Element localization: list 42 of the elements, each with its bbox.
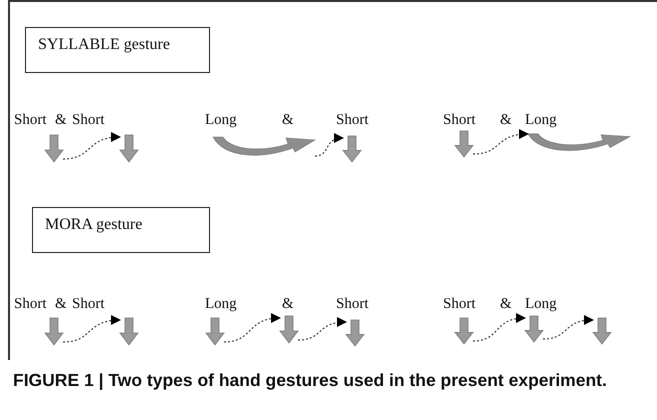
dotted-arrow (62, 316, 121, 342)
gesture-label: & (500, 296, 512, 313)
dotted-arrow (542, 316, 594, 340)
down-arrow (45, 318, 63, 345)
down-arrow (206, 318, 224, 345)
dotted-arrow (314, 134, 344, 156)
down-arrow (455, 318, 473, 344)
gesture-label: Short (443, 112, 476, 129)
down-arrow (346, 320, 364, 346)
gesture-label: & (282, 112, 294, 129)
heading-box: SYLLABLE gesture (25, 27, 210, 73)
gesture-label: Short (14, 296, 47, 313)
dotted-arrow (62, 132, 121, 160)
down-arrow (280, 316, 298, 343)
dotted-arrow (224, 314, 281, 342)
gesture-label: Long (205, 112, 237, 129)
gesture-label: Short (72, 112, 105, 129)
curved-arrow (528, 132, 630, 154)
down-arrow (45, 135, 63, 162)
gesture-label: Short (72, 296, 105, 313)
gesture-label: Short (336, 296, 369, 313)
gesture-label: Long (525, 296, 557, 313)
down-arrow (120, 318, 138, 345)
down-arrow (120, 135, 138, 162)
heading-box: MORA gesture (32, 207, 210, 253)
gesture-label: Long (525, 112, 557, 129)
gesture-label: Short (443, 296, 476, 313)
gesture-label: & (282, 296, 294, 313)
gesture-label: Short (14, 112, 47, 129)
gesture-label: Long (205, 296, 237, 313)
gesture-label: & (55, 296, 67, 313)
down-arrow (525, 316, 543, 342)
down-arrow (343, 136, 361, 162)
dotted-arrow (472, 129, 529, 154)
figure-caption: FIGURE 1 | Two types of hand gestures used in the present experiment. (13, 370, 607, 391)
down-arrow (455, 131, 473, 157)
gesture-label: Short (336, 112, 369, 129)
down-arrow (593, 318, 611, 344)
gesture-label: & (500, 112, 512, 129)
dotted-arrow (298, 317, 347, 340)
dotted-arrow (472, 314, 526, 342)
gesture-label: & (55, 112, 67, 129)
